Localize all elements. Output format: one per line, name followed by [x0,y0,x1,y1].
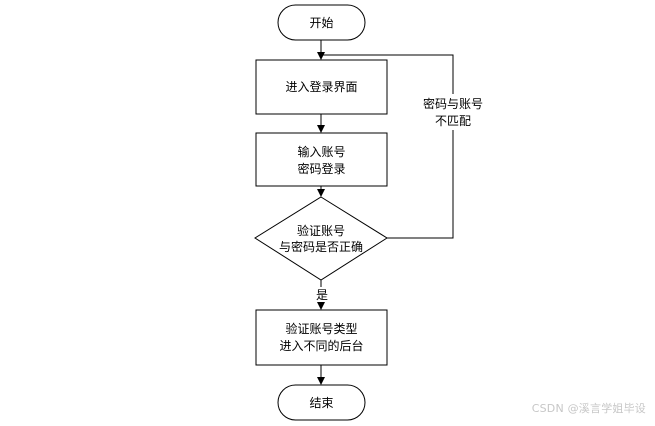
input-credentials-label-1: 输入账号 [297,144,345,159]
route-backend-label-2: 进入不同的后台 [279,338,363,353]
start-node: 开始 [277,4,366,41]
route-backend-node: 验证账号类型 进入不同的后台 [255,309,388,366]
edge-no-match-label-2: 不匹配 [435,114,471,128]
input-credentials-node: 输入账号 密码登录 [255,132,388,187]
input-credentials-label-2: 密码登录 [297,161,345,176]
end-node: 结束 [277,384,366,421]
login-page-node: 进入登录界面 [255,59,388,115]
verify-decision-label-1: 验证账号 [297,223,345,238]
edge-no-match-label-1: 密码与账号 [423,96,483,111]
verify-decision-node: 验证账号 与密码是否正确 [254,196,388,281]
connectors [317,40,454,385]
start-label: 开始 [309,16,333,30]
edge-yes-text: 是 [316,288,328,302]
route-backend-label-1: 验证账号类型 [285,321,357,336]
edge-no-match-loop [321,54,454,239]
edge-yes-label: 是 [314,287,330,302]
edge-no-match-label: 密码与账号 不匹配 [416,94,490,130]
end-label: 结束 [309,396,333,410]
verify-decision-label-2: 与密码是否正确 [279,239,363,254]
login-page-label: 进入登录界面 [285,79,357,94]
csdn-watermark: CSDN @溪言学姐毕设 [531,402,646,415]
